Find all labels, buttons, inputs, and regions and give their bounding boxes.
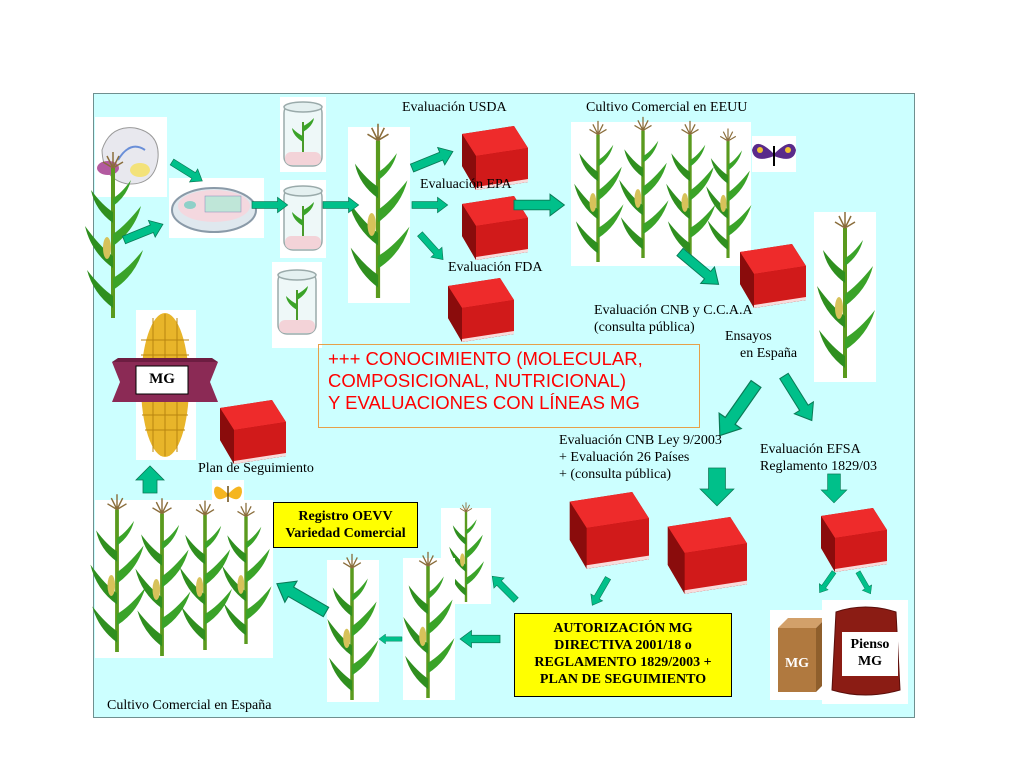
book-fda-icon — [448, 278, 514, 342]
label-eval-usda: Evaluación USDA — [402, 100, 507, 115]
label-cultivo-espana: Cultivo Comercial en España — [107, 698, 272, 713]
test-tube-icon — [280, 97, 326, 172]
us-corn-field — [571, 115, 753, 266]
book-cnb-ccaa-icon — [740, 244, 806, 308]
label-eval-cnb-line2: (consulta pública) — [594, 320, 695, 335]
mg-crate-label: MG — [784, 656, 810, 671]
label-eval-cnb-line1: Evaluación CNB y C.C.A.A — [594, 303, 753, 318]
registro-oevv-box: Registro OEVV Variedad Comercial — [273, 502, 418, 548]
label-eval-efsa: Evaluación EFSA Reglamento 1829/03 — [760, 441, 877, 475]
autorizacion-line4: PLAN DE SEGUIMIENTO — [539, 672, 707, 687]
spain-corn-field — [88, 492, 274, 658]
book-plan-seguimiento-icon — [220, 400, 286, 464]
book-26-paises-icon — [667, 517, 747, 594]
label-cultivo-eeuu: Cultivo Comercial en EEUU — [586, 100, 748, 115]
registro-line2: Variedad Comercial — [285, 526, 406, 541]
knowledge-line3: Y EVALUACIONES CON LÍNEAS MG — [328, 392, 640, 413]
corn-plant-icon — [401, 550, 457, 700]
trial-corn-plant-icon — [814, 210, 877, 382]
book-efsa-icon — [821, 508, 887, 572]
corn-plant-icon — [325, 552, 381, 702]
label-eval-cnb-ley-line3: + (consulta pública) — [559, 467, 672, 482]
autorizacion-line3: REGLAMENTO 1829/2003 + — [534, 655, 712, 670]
petri-dish-icon — [169, 178, 264, 238]
butterfly-icon — [212, 480, 244, 506]
pienso-line1: Pienso — [850, 637, 890, 652]
knowledge-line1: +++ CONOCIMIENTO (MOLECULAR, — [328, 348, 643, 369]
label-eval-cnb: Evaluación CNB y C.C.A.A (consulta públi… — [594, 302, 753, 336]
gm-corn-cob-icon — [112, 310, 218, 460]
test-tube-icon — [280, 180, 326, 258]
mg-ribbon-label: MG — [149, 371, 175, 387]
label-plan-seguimiento: Plan de Seguimiento — [198, 461, 314, 476]
label-ensayos-line1: Ensayos — [725, 329, 772, 344]
label-eval-cnb-ley: Evaluación CNB Ley 9/2003 + Evaluación 2… — [559, 432, 722, 483]
knowledge-box: +++ CONOCIMIENTO (MOLECULAR, COMPOSICION… — [318, 344, 700, 428]
label-ensayos: Ensayos en España — [725, 328, 797, 362]
book-cnb-ley-icon — [569, 492, 649, 569]
knowledge-line2: COMPOSICIONAL, NUTRICIONAL) — [328, 370, 627, 391]
cell-illustration-icon — [95, 117, 167, 197]
arrow-icon — [135, 465, 848, 507]
pienso-line2: MG — [857, 654, 883, 669]
label-eval-cnb-ley-line1: Evaluación CNB Ley 9/2003 — [559, 433, 722, 448]
registro-line1: Registro OEVV — [298, 509, 393, 524]
test-tube-icon — [272, 262, 322, 348]
corn-plant-icon — [348, 124, 410, 303]
feed-sack-icon — [822, 600, 908, 704]
label-eval-efsa-line2: Reglamento 1829/03 — [760, 459, 878, 474]
autorizacion-line2: DIRECTIVA 2001/18 o — [554, 638, 692, 653]
autorizacion-box: AUTORIZACIÓN MG DIRECTIVA 2001/18 o REGL… — [514, 613, 732, 697]
label-eval-efsa-line1: Evaluación EFSA — [760, 442, 861, 457]
autorizacion-line1: AUTORIZACIÓN MG — [553, 621, 693, 636]
label-eval-fda: Evaluación FDA — [448, 260, 543, 275]
label-eval-epa: Evaluación EPA — [420, 177, 512, 192]
label-eval-cnb-ley-line2: + Evaluación 26 Países — [559, 450, 690, 465]
gm-crate-icon — [770, 610, 826, 700]
pienso-label: Pienso MG — [842, 636, 898, 670]
butterfly-icon — [752, 136, 796, 172]
label-ensayos-line2: en España — [740, 346, 798, 361]
